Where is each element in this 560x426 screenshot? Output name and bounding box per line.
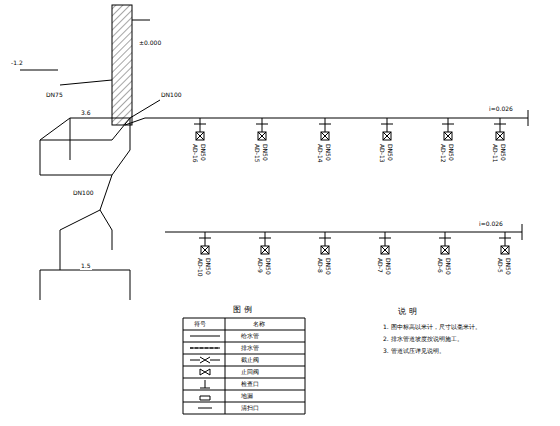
pipe-label: i=0.026 [478, 221, 504, 228]
floor-drain-symbol [444, 132, 452, 140]
drain-cross [201, 246, 209, 254]
floor-drain-symbol [441, 246, 449, 254]
pipe-label: DN50 [324, 257, 331, 276]
pipe-label: DN50 [444, 257, 451, 276]
pipe-label: DN50 [264, 257, 271, 276]
pipe-label: DN100 [72, 190, 95, 197]
drop-pipe [494, 118, 506, 132]
drop-pipe [194, 118, 206, 132]
floor-drain-symbol [381, 246, 389, 254]
drop-pipe [319, 118, 331, 132]
pipe-label: DN50 [499, 143, 506, 162]
drain-cross [383, 132, 391, 140]
drop-pipe [442, 118, 454, 132]
pipe-label: DN50 [504, 257, 511, 276]
pipe-label: AD-8 [316, 257, 323, 274]
pipe-label: DN50 [384, 257, 391, 276]
floor-drain-symbol [496, 132, 504, 140]
legend-text: 检查口 [240, 381, 260, 388]
drain-cross [258, 132, 266, 140]
riser-wall [112, 5, 132, 125]
drop-pipe [319, 232, 331, 246]
legend-dash [190, 348, 220, 349]
drain-cross [496, 132, 504, 140]
floor-drain-symbol [321, 132, 329, 140]
pipe-label: DN50 [386, 143, 393, 162]
legend-text: 给水管 [240, 333, 260, 340]
note-text: 1. 图中标高以米计，尺寸以毫米计。 [382, 324, 482, 331]
drain-cross [444, 132, 452, 140]
note-text: 图 例 [232, 306, 253, 315]
drop-pipe [499, 232, 511, 246]
branch-pipe [165, 224, 522, 240]
drain-cross [381, 246, 389, 254]
drain-cross [441, 246, 449, 254]
note-text: 符号 [193, 321, 207, 328]
pipe-label: AD-15 [253, 143, 260, 164]
note-text: 2. 排水管道坡度按说明施工。 [382, 336, 464, 343]
pipe-label: DN50 [261, 143, 268, 162]
pipe-label: i=0.026 [488, 106, 514, 113]
drop-pipe [381, 118, 393, 132]
legend-text: 排水管 [240, 345, 260, 352]
riser-pipes [20, 20, 528, 300]
pipe-label: DN50 [324, 143, 331, 162]
floor-drain-symbol [501, 246, 509, 254]
floor-drain-symbol [321, 246, 329, 254]
pipe-label: DN50 [447, 143, 454, 162]
pipe-label: DN75 [45, 92, 64, 99]
drop-pipe [439, 232, 451, 246]
drain-cross [261, 246, 269, 254]
note-text: 名称 [252, 321, 266, 328]
floor-drain-symbol [196, 132, 204, 140]
drain-cross [321, 246, 329, 254]
pipe-label: AD-5 [496, 257, 503, 274]
legend-text: 止回阀 [240, 369, 260, 376]
pipe-label: AD-13 [378, 143, 385, 164]
pipe-label: AD-6 [436, 257, 443, 274]
pipe-label: 1.5 [80, 263, 92, 270]
pipe-label: -1.2 [10, 60, 24, 67]
pipe-label: AD-10 [196, 257, 203, 278]
floor-drain-symbol [261, 246, 269, 254]
legend-text: 截止阀 [240, 357, 260, 364]
drop-pipe [259, 232, 271, 246]
pipe-label: AD-14 [316, 143, 323, 164]
pipe-label: 3.6 [80, 110, 92, 117]
pipe-label: DN50 [204, 257, 211, 276]
drop-pipe [256, 118, 268, 132]
pipe-label: AD-12 [439, 143, 446, 164]
floor-drain-symbol [383, 132, 391, 140]
floor-drain-symbol [258, 132, 266, 140]
legend-symbols [190, 336, 220, 408]
pipe-label: AD-9 [256, 257, 263, 274]
drain-cross [501, 246, 509, 254]
legend-text: 清扫口 [240, 405, 260, 412]
note-text: 3. 管道试压详见说明。 [382, 348, 446, 355]
note-text: 说 明 [397, 308, 418, 317]
legend-table [183, 318, 305, 414]
pipe-label: AD-16 [191, 143, 198, 164]
drain-cross [321, 132, 329, 140]
pipe-label: DN50 [199, 143, 206, 162]
pipe-label: AD-11 [491, 143, 498, 164]
pipe-label: ±0.000 [138, 40, 162, 47]
pipe-label: DN100 [160, 92, 183, 99]
drop-pipe [379, 232, 391, 246]
legend-text: 地漏 [240, 393, 254, 400]
pipe-label: AD-7 [376, 257, 383, 274]
drop-pipe [199, 232, 211, 246]
drain-cross [196, 132, 204, 140]
floor-drain-symbol [201, 246, 209, 254]
